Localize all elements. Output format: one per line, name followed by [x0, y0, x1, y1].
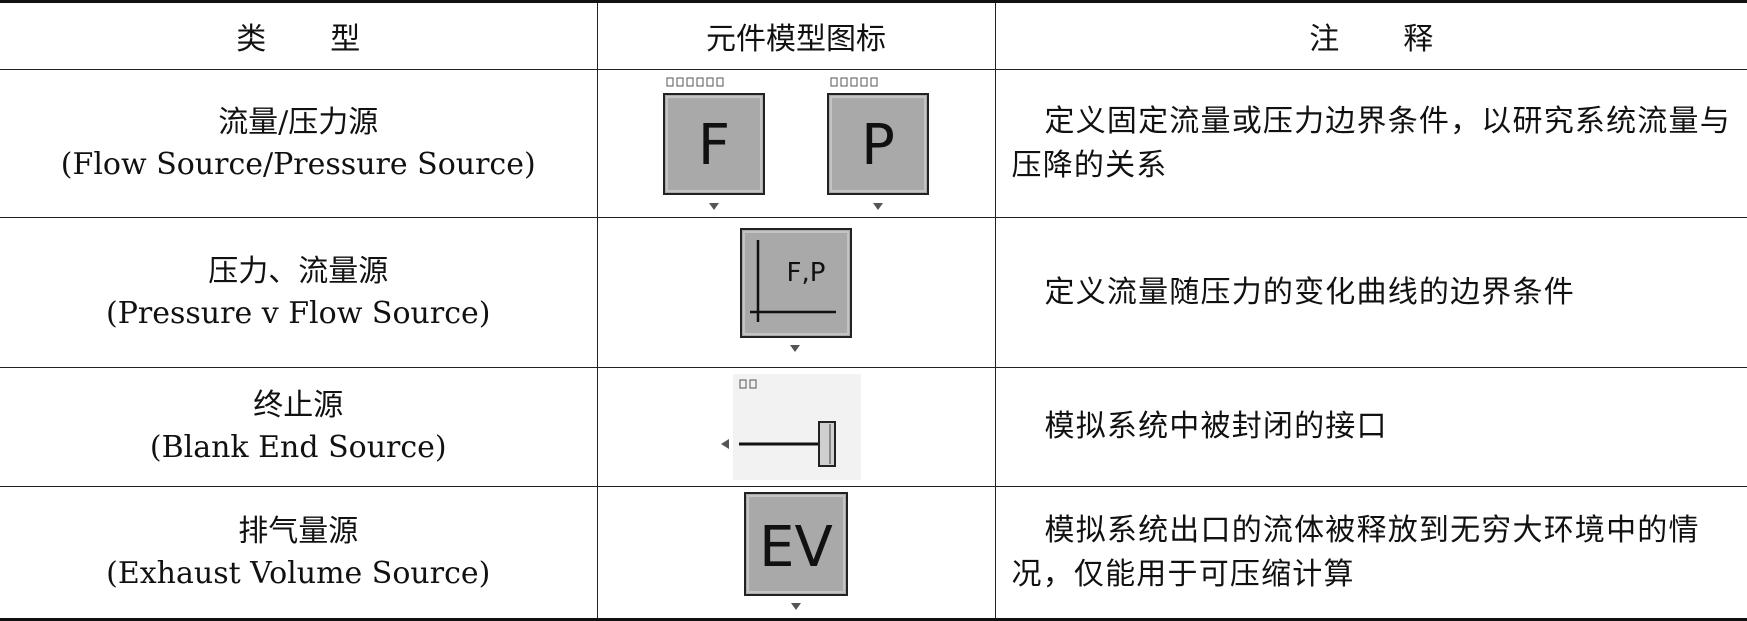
table-row: 排气量源 (Exhaust Volume Source) EV 模拟系统出口的流… [0, 486, 1747, 620]
type-en: (Flow Source/Pressure Source) [60, 146, 536, 182]
header-row: 类型 元件模型图标 注释 [0, 1, 1747, 70]
icon-cell [596, 367, 996, 487]
table-row: 终止源 (Blank End Source) 模拟系统中被封闭的接口 [0, 367, 1747, 487]
flow-source-icon: F [662, 77, 765, 210]
header-type-char-2: 型 [330, 22, 361, 57]
table-row: 压力、流量源 (Pressure v Flow Source) F,P 定义流量… [0, 217, 1747, 368]
type-cn: 终止源 [253, 388, 344, 423]
type-en: (Blank End Source) [149, 430, 447, 465]
header-note-char-2: 释 [1403, 22, 1434, 57]
note-text: 模拟系统中被封闭的接口 [1044, 409, 1388, 444]
pressure-source-icon: P [826, 77, 929, 210]
header-note: 注释 [994, 1, 1747, 70]
header-note-char-1: 注 [1309, 22, 1340, 57]
pressure-flow-curve-icon: F,P [739, 228, 852, 352]
header-type: 类型 [0, 1, 598, 70]
note-text: 定义流量随压力的变化曲线的边界条件 [1044, 274, 1575, 310]
note-cell: 模拟系统出口的流体被释放到无穷大环境中的情况，仅能用于可压缩计算 [994, 486, 1747, 620]
type-cell: 终止源 (Blank End Source) [0, 367, 598, 487]
header-icon: 元件模型图标 [596, 1, 996, 70]
note-cell: 定义流量随压力的变化曲线的边界条件 [994, 217, 1747, 368]
exhaust-volume-icon: EV [743, 492, 848, 610]
type-en: (Pressure v Flow Source) [106, 295, 491, 331]
type-cell: 流量/压力源 (Flow Source/Pressure Source) [0, 69, 598, 218]
note-text: 模拟系统出口的流体被释放到无穷大环境中的情况，仅能用于可压缩计算 [1011, 512, 1700, 592]
pressure-source-label: P [861, 113, 895, 178]
icon-cell: EV [596, 486, 996, 620]
flow-pressure-source-icons: F P [662, 77, 929, 210]
table-row: 流量/压力源 (Flow Source/Pressure Source) F [0, 69, 1747, 218]
note-cell: 定义固定流量或压力边界条件，以研究系统流量与压降的关系 [994, 69, 1747, 218]
type-cn: 压力、流量源 [208, 253, 389, 289]
exhaust-volume-label: EV [759, 515, 833, 580]
type-cell: 压力、流量源 (Pressure v Flow Source) [0, 217, 598, 368]
type-en: (Exhaust Volume Source) [106, 555, 491, 591]
note-cell: 模拟系统中被封闭的接口 [994, 367, 1747, 487]
type-cn: 流量/压力源 [218, 104, 379, 140]
note-text: 定义固定流量或压力边界条件，以研究系统流量与压降的关系 [1011, 103, 1731, 183]
type-cn: 排气量源 [238, 513, 359, 549]
blank-end-icon [720, 374, 861, 480]
icon-cell: F P [596, 69, 996, 218]
icon-cell: F,P [596, 217, 996, 368]
flow-source-label: F [697, 113, 729, 178]
header-type-char-1: 类 [236, 22, 267, 57]
type-cell: 排气量源 (Exhaust Volume Source) [0, 486, 598, 620]
pressure-flow-label: F,P [786, 258, 825, 288]
